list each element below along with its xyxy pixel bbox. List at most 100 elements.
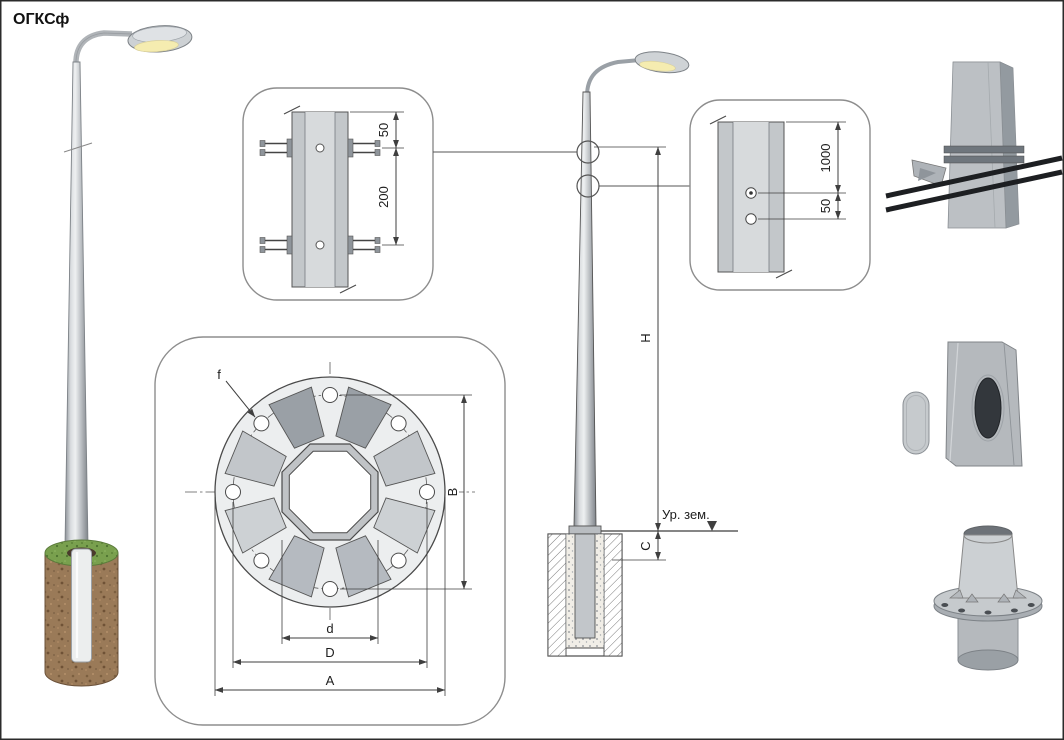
flange-bolt-hole <box>1027 603 1035 607</box>
column-facet-line <box>987 61 996 229</box>
dimension-200: 200 <box>374 147 399 246</box>
gusset-3d <box>1012 589 1027 599</box>
dimension-A: A <box>214 497 446 696</box>
dim-label-d: d <box>326 621 333 636</box>
flange-base-3d-render <box>933 525 1043 671</box>
embedded-pole-3d <box>71 548 92 663</box>
earth-bolt-center <box>749 191 753 195</box>
concrete-hatch-right <box>603 533 623 657</box>
cable <box>885 169 1063 213</box>
segment-highlight-line <box>949 342 959 462</box>
hatch-cover-inner-line <box>906 395 926 451</box>
clamp-plate <box>347 138 354 158</box>
dimension-B: B <box>340 394 472 590</box>
pole-elevation: Ур. зем. H C <box>433 51 738 657</box>
bolt-head <box>374 246 381 253</box>
gusset <box>373 497 436 554</box>
gusset <box>335 535 392 598</box>
luminaire-3d <box>127 25 193 53</box>
segment-facet-line <box>1003 342 1015 466</box>
luminaire-glow <box>134 40 179 53</box>
pole-joint-mark <box>63 142 93 153</box>
embedded-pole-section <box>574 533 596 639</box>
dim-label-H: H <box>638 333 653 342</box>
foundation-section <box>547 533 623 657</box>
flange-bolt-hole <box>1010 608 1018 613</box>
flange-detail-callout: f B d D A <box>154 336 506 726</box>
band-clamp-lower <box>943 155 1025 164</box>
break-mark <box>709 115 727 125</box>
tube-body <box>957 534 1019 599</box>
lamp-arm-3d <box>73 30 133 67</box>
flange-bolt-hole <box>958 608 966 613</box>
gusset <box>268 535 325 598</box>
gusset-3d <box>949 589 964 599</box>
ground-level: Ур. зем. <box>601 505 738 532</box>
dim-label-1000: 1000 <box>818 144 833 173</box>
dim-label-f: f <box>217 367 221 382</box>
pole-3d-render <box>44 25 193 687</box>
break-mark <box>775 269 793 279</box>
band-clamp-upper <box>943 145 1025 154</box>
gusset-3d <box>965 593 979 603</box>
drain-hole <box>745 213 757 225</box>
bolt-hole <box>322 581 338 597</box>
hole-detail-callout: 1000 50 <box>689 99 871 291</box>
column-front-face <box>947 61 1007 229</box>
bolt-head <box>259 246 266 253</box>
foundation-3d <box>44 539 119 687</box>
dim-label-A: A <box>326 673 335 688</box>
pole-shaft-3d <box>64 61 89 547</box>
drawing-title: ОГКСф <box>13 11 69 28</box>
bolt-head <box>259 237 266 244</box>
gusset <box>373 430 436 487</box>
dim-label-200: 200 <box>376 186 391 208</box>
gusset <box>335 386 392 449</box>
base-flange-elevation <box>568 525 602 535</box>
luminaire-glow <box>639 60 676 72</box>
cable-clamp-3d-render <box>885 61 1063 229</box>
bolt-hole <box>253 552 270 569</box>
lamp-arm-elevation <box>585 58 641 97</box>
dimension-50-bottom: 50 <box>816 192 841 220</box>
bolt-head <box>374 140 381 147</box>
anchor-wedge-cone <box>918 168 936 181</box>
bolt-hole <box>253 415 270 432</box>
hatch-opening-rim <box>971 374 1005 442</box>
clamp-assembly-upper <box>259 138 381 158</box>
level-mark-icon <box>707 521 717 531</box>
dim-label-C: C <box>638 541 653 550</box>
bolt-head <box>259 149 266 156</box>
flange-bolt-hole <box>984 610 992 615</box>
tube-front-rim <box>963 534 1013 544</box>
hatch-opening <box>974 377 1002 439</box>
base-cylinder-bottom <box>957 649 1019 671</box>
gusset <box>224 497 287 554</box>
bolt-head <box>374 149 381 156</box>
concrete-hatch-left <box>547 533 567 657</box>
dimension-1000: 1000 <box>758 121 846 220</box>
flange-bolt-hole <box>941 603 949 607</box>
bolt-head <box>374 237 381 244</box>
gusset <box>268 386 325 449</box>
gusset-3d <box>997 593 1011 603</box>
clamp-plate <box>286 235 293 255</box>
dimension-d: d <box>281 540 379 644</box>
bolt-hole <box>225 484 241 500</box>
octagon-inner-hole <box>288 450 372 534</box>
dim-label-50: 50 <box>376 123 391 137</box>
hatch-cover-plate <box>902 391 930 455</box>
break-mark <box>283 105 301 115</box>
clamp-plate <box>347 235 354 255</box>
lamp-arm-outline <box>75 32 133 67</box>
access-hatch-3d-render <box>902 341 1023 467</box>
dimension-D: D <box>232 502 428 668</box>
dimension-f: f <box>215 365 256 418</box>
clamp-hole <box>315 143 325 153</box>
ground-level-label: Ур. зем. <box>662 507 710 522</box>
bolt-hole <box>390 415 407 432</box>
clamp-detail-callout: 50 200 <box>242 87 434 301</box>
